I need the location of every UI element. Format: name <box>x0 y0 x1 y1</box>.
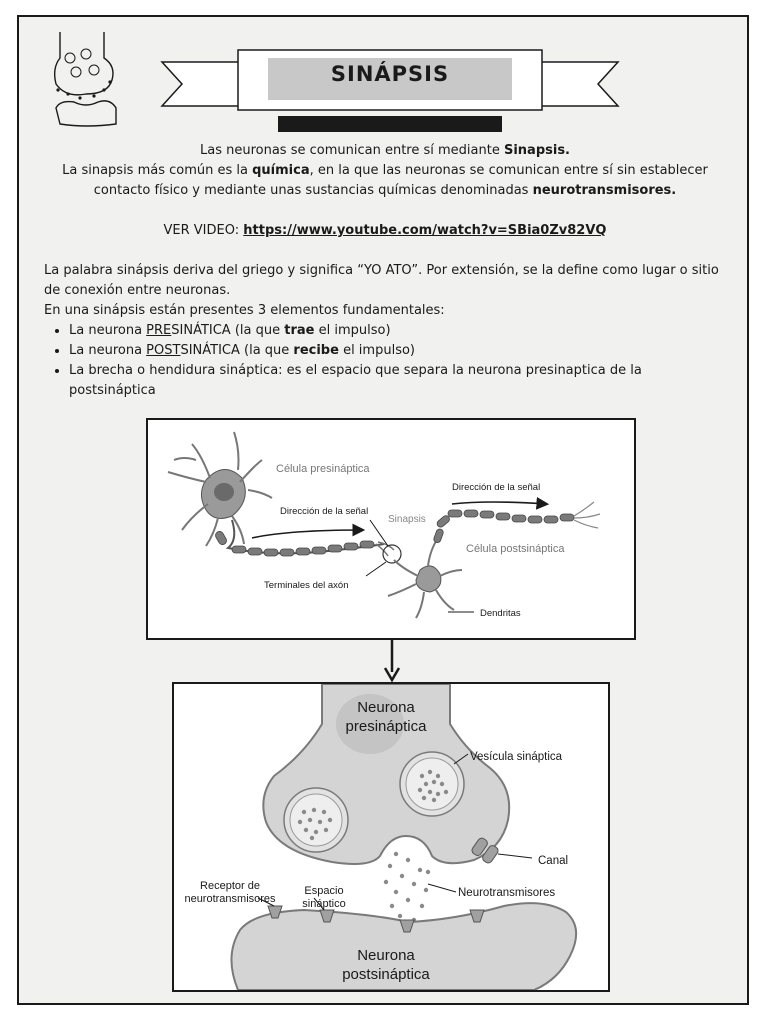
presynaptic-label: Neurona <box>357 699 415 716</box>
video-link[interactable]: https://www.youtube.com/watch?v=SBia0Zv8… <box>243 223 606 238</box>
cleft-label: Espacio <box>304 885 343 897</box>
list-item: La brecha o hendidura sináptica: es el e… <box>69 361 729 401</box>
title-banner <box>160 44 620 132</box>
item-text: La neurona <box>69 343 146 358</box>
item-bold: trae <box>284 323 314 338</box>
intro-text: contacto físico y mediante unas sustanci… <box>94 183 533 198</box>
elements-intro: En una sinápsis están presentes 3 elemen… <box>44 301 729 321</box>
axon-pointer <box>366 562 386 576</box>
body-text: La palabra sinápsis deriva del griego y … <box>44 261 729 401</box>
intro-text: Las neuronas se comunican entre sí media… <box>200 143 504 158</box>
definition-paragraph: La palabra sinápsis deriva del griego y … <box>44 261 729 301</box>
intro-bold: química <box>252 163 310 178</box>
item-text: el impulso) <box>314 323 390 338</box>
elements-list: La neurona PRESINÁTICA (la que trae el i… <box>44 321 729 401</box>
channel-label: Canal <box>538 855 568 867</box>
intro-text: , en la que las neuronas se comunican en… <box>310 163 708 178</box>
axon-terminals-label: Terminales del axón <box>264 580 349 591</box>
video-line: VER VIDEO: https://www.youtube.com/watch… <box>40 221 730 241</box>
list-item: La neurona POSTSINÁTICA (la que recibe e… <box>69 341 729 361</box>
receptor-label: Receptor de <box>200 880 260 892</box>
signal-direction-label: Dirección de la señal <box>280 506 368 517</box>
down-arrow-icon <box>382 640 402 682</box>
dendrites-label: Dendritas <box>480 608 521 619</box>
synaptic-vesicle <box>284 788 348 852</box>
presynaptic-neuron <box>168 432 272 546</box>
item-underlined: POST <box>146 343 180 358</box>
neurotransmitter-pointer <box>428 884 456 892</box>
presynaptic-axon <box>214 520 394 556</box>
postsynaptic-cell-label: Célula postsináptica <box>466 543 565 555</box>
list-item: La neurona PRESINÁTICA (la que trae el i… <box>69 321 729 341</box>
signal-arrow-icon <box>252 530 362 538</box>
item-text: La neurona <box>69 323 146 338</box>
neurons-diagram: Célula presináptica Dirección de la seña… <box>148 420 634 638</box>
item-underlined: PRE <box>146 323 171 338</box>
synapse-detail-figure: Neurona presináptica Vesícula sináptica … <box>172 682 610 992</box>
intro-bold: neurotransmisores. <box>533 183 677 198</box>
item-text: SINÁTICA (la que <box>171 323 284 338</box>
cleft-label: sináptico <box>302 898 345 910</box>
channel-pointer <box>498 854 532 858</box>
neurotransmitters-label: Neurotransmisores <box>458 887 555 899</box>
synapse-label: Sinapsis <box>388 514 426 525</box>
presynaptic-label: presináptica <box>346 718 428 735</box>
postsynaptic-label: Neurona <box>357 947 415 964</box>
page-title: SINÁPSIS <box>238 62 542 86</box>
neurons-figure: Célula presináptica Dirección de la seña… <box>146 418 636 640</box>
intro-paragraph: Las neuronas se comunican entre sí media… <box>40 141 730 201</box>
item-text: La brecha o hendidura sináptica: es el e… <box>69 363 642 398</box>
presynaptic-cell-label: Célula presináptica <box>276 463 370 475</box>
vesicle-label: Vesícula sináptica <box>470 751 563 763</box>
receptor-label: neurotransmisores <box>184 893 276 905</box>
item-text: SINÁTICA (la que <box>180 343 293 358</box>
signal-arrow-icon <box>452 502 546 504</box>
postsynaptic-label: postsináptica <box>342 966 430 983</box>
synapse-doodle-icon <box>46 28 128 128</box>
video-label: VER VIDEO: <box>164 223 244 238</box>
intro-text: La sinapsis más común es la <box>62 163 252 178</box>
synaptic-vesicle <box>400 752 464 816</box>
neurotransmitter-dots <box>384 852 430 922</box>
signal-direction-label: Dirección de la señal <box>452 482 540 493</box>
item-bold: recibe <box>293 343 339 358</box>
synapse-detail-diagram: Neurona presináptica Vesícula sináptica … <box>174 684 608 990</box>
item-text: el impulso) <box>339 343 415 358</box>
intro-bold: Sinapsis. <box>504 143 570 158</box>
